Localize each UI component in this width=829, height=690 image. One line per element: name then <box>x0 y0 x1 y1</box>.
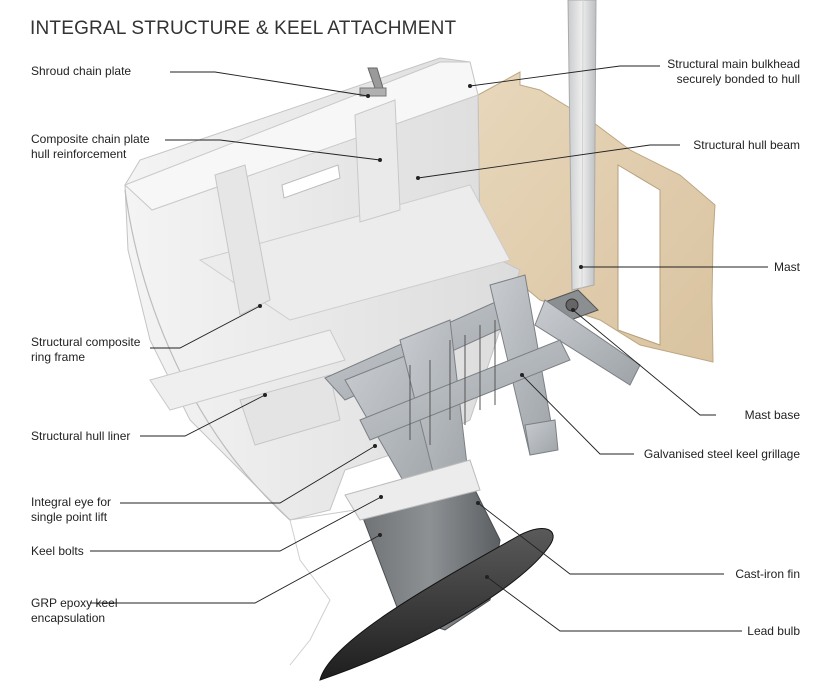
label-mast: Mast <box>773 260 800 274</box>
leader-lines <box>90 65 768 632</box>
label-lead-bulb: Lead bulb <box>747 624 800 638</box>
label-cast-iron-fin: Cast-iron fin <box>735 567 800 581</box>
label-keel-bolts: Keel bolts <box>31 544 84 558</box>
grp-encapsulation <box>344 459 481 521</box>
diagram-title: INTEGRAL STRUCTURE & KEEL ATTACHMENT <box>30 18 457 39</box>
label-ring-frame-line2: ring frame <box>31 350 86 364</box>
lead-bulb <box>319 527 554 681</box>
label-main-bulkhead-line2: securely bonded to hull <box>676 72 800 86</box>
keel-bolts <box>409 320 496 445</box>
label-hull-liner: Structural hull liner <box>31 429 131 443</box>
label-mast-base: Mast base <box>744 408 800 422</box>
bulkhead-door-opening <box>617 164 661 346</box>
label-grp-line2: encapsulation <box>31 611 106 625</box>
label-integral-eye-line2: single point lift <box>31 510 108 524</box>
label-composite-chain-plate-line1: Composite chain plate <box>31 132 150 146</box>
label-shroud-chain-plate: Shroud chain plate <box>31 64 132 78</box>
label-composite-chain-plate-line2: hull reinforcement <box>31 147 127 161</box>
label-main-bulkhead-line1: Structural main bulkhead <box>667 57 800 71</box>
label-integral-eye-line1: Integral eye for <box>31 495 112 509</box>
label-grp-line1: GRP epoxy keel <box>31 596 118 610</box>
label-keel-grillage: Galvanised steel keel grillage <box>643 447 800 461</box>
leader-dots <box>258 84 583 579</box>
label-ring-frame-line1: Structural composite <box>31 335 141 349</box>
label-hull-beam: Structural hull beam <box>693 138 800 152</box>
hull-window <box>281 164 341 199</box>
